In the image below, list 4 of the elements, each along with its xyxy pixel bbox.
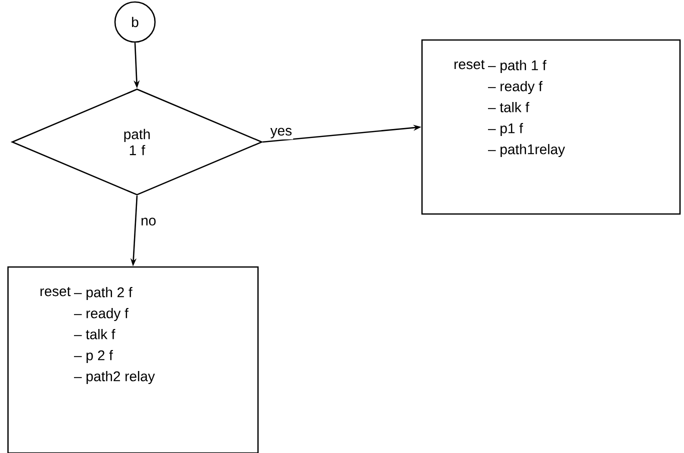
process-box: – path 2 f – ready f – talk f – p 2 f – path2 relay reset bbox=[7, 266, 259, 453]
process-box: – path 1 f – ready f – talk f – p1 f – path1relay reset bbox=[421, 39, 681, 215]
edge-label: yes bbox=[269, 126, 294, 140]
edge-label: no bbox=[140, 216, 158, 226]
